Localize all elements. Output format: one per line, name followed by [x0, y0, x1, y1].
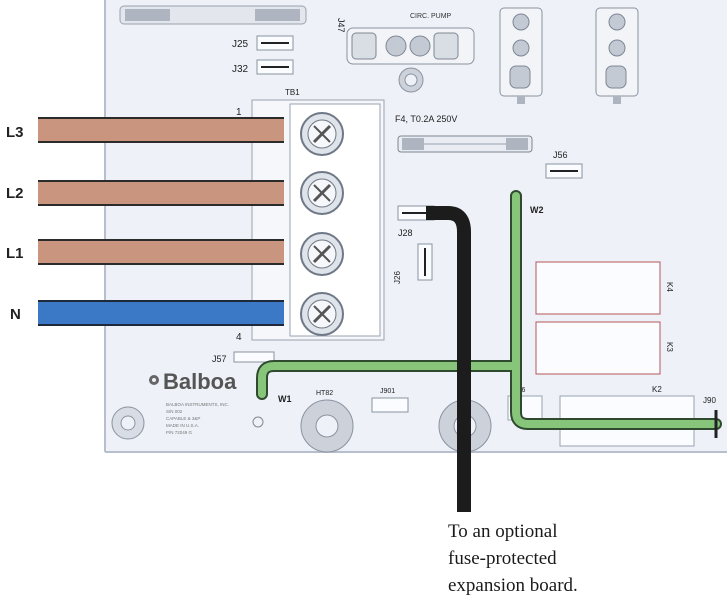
caption-line: expansion board.	[448, 575, 578, 596]
relay-k4	[535, 261, 661, 315]
label-l2: L2	[6, 185, 24, 202]
tb1-pin-1-label: 1	[236, 107, 242, 118]
j28-label: J28	[398, 228, 413, 238]
terminal-screw-2	[300, 171, 344, 215]
tb1-label: TB1	[285, 88, 300, 97]
jumper-j28	[397, 205, 435, 221]
standoff-left	[111, 406, 145, 440]
connector-j901	[371, 397, 409, 413]
j32-label: J32	[232, 64, 249, 75]
k2-label: K2	[652, 385, 662, 394]
balboa-logo-icon	[149, 375, 159, 385]
caption-line: fuse-protected	[448, 548, 557, 569]
j26-label: J26	[393, 271, 402, 284]
standoff-ht82	[300, 399, 354, 453]
connector-vertical-2	[595, 7, 639, 104]
fuse-f4-label: F4, T0.2A 250V	[395, 114, 457, 124]
brand-line: MADE IN U.S.A.	[166, 423, 199, 428]
jumper-j25	[256, 35, 294, 51]
brand-name: Balboa	[163, 369, 237, 394]
brand-line: P/N 72049 G	[166, 430, 193, 435]
jumper-j57	[233, 351, 275, 363]
jumper-j32	[256, 59, 294, 75]
terminal-screw-4	[300, 292, 344, 336]
fuse-f4	[397, 135, 533, 153]
connector-j47	[346, 27, 475, 65]
caption-line: To an optional	[448, 521, 558, 542]
j56-label: J56	[553, 150, 568, 160]
terminal-block-tb1	[251, 99, 385, 341]
label-l1: L1	[6, 245, 24, 262]
expansion-caption: To an optional fuse-protected expansion …	[448, 518, 718, 599]
brand-line: S/N 002	[166, 409, 183, 414]
brand-line: BALBOA INSTRUMENTS, INC.	[166, 402, 229, 407]
label-l3: L3	[6, 124, 24, 141]
ground-wire	[256, 190, 722, 430]
ul-mark-icon	[252, 416, 264, 428]
jumper-j26	[417, 243, 433, 281]
top-fuse-holder	[119, 5, 307, 25]
j47-label: J47	[336, 18, 346, 33]
wire-l3	[38, 117, 284, 143]
expansion-wire	[426, 206, 471, 512]
wire-l1	[38, 239, 284, 265]
brand-line: CAPABLE & 3&P	[166, 416, 200, 421]
j57-label: J57	[212, 354, 227, 364]
relay-k3	[535, 321, 661, 375]
j90-label: J90	[703, 396, 716, 405]
w2-label: W2	[530, 205, 544, 215]
jumper-j56	[545, 163, 583, 179]
k3-label: K3	[665, 342, 674, 352]
terminal-screw-3	[300, 232, 344, 276]
standoff-top	[398, 67, 424, 93]
k4-label: K4	[665, 282, 674, 292]
j901-label: J901	[380, 388, 395, 395]
j25-label: J25	[232, 39, 249, 50]
wire-l2	[38, 180, 284, 206]
circ-pump-label: CIRC. PUMP	[410, 13, 452, 20]
w1-label: W1	[278, 394, 292, 404]
ht82-label: HT82	[316, 390, 333, 397]
wire-n	[38, 300, 284, 326]
label-n: N	[10, 306, 21, 323]
tb1-pin-4-label: 4	[236, 332, 242, 343]
terminal-screw-1	[300, 112, 344, 156]
brand-fine-print: BALBOA INSTRUMENTS, INC. S/N 002 CAPABLE…	[166, 402, 229, 435]
connector-vertical-1	[499, 7, 543, 104]
